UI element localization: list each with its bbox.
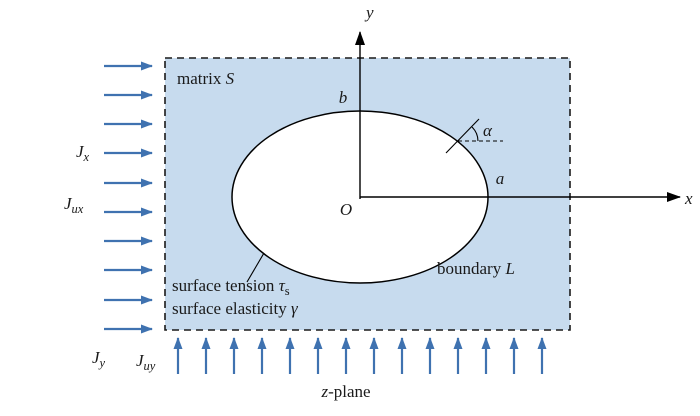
angle-tangent-line [445,118,480,154]
semi-minor-label: b [339,88,348,107]
origin-label: O [340,200,352,219]
matrix-label: matrix S [177,69,235,88]
flux-arrows-bottom [173,337,547,374]
angle-label: α [483,121,493,140]
angle-arc [471,126,479,142]
flux-jy-label: Jy [92,348,106,370]
flux-arrows-left [104,61,153,334]
surface-leader-line [246,252,265,283]
y-axis-label: y [364,3,374,22]
flux-jx-label: Jx [76,142,90,164]
flux-juy-label: Juy [136,351,156,373]
semi-major-label: a [496,169,505,188]
surface-tension-label: surface tension τs [172,276,290,298]
flux-jux-label: Jux [64,194,84,216]
z-plane-label: z-plane [320,382,370,401]
surface-elasticity-label: surface elasticity γ [172,299,299,318]
x-axis-label: x [684,189,693,208]
boundary-label: boundary L [437,259,515,278]
